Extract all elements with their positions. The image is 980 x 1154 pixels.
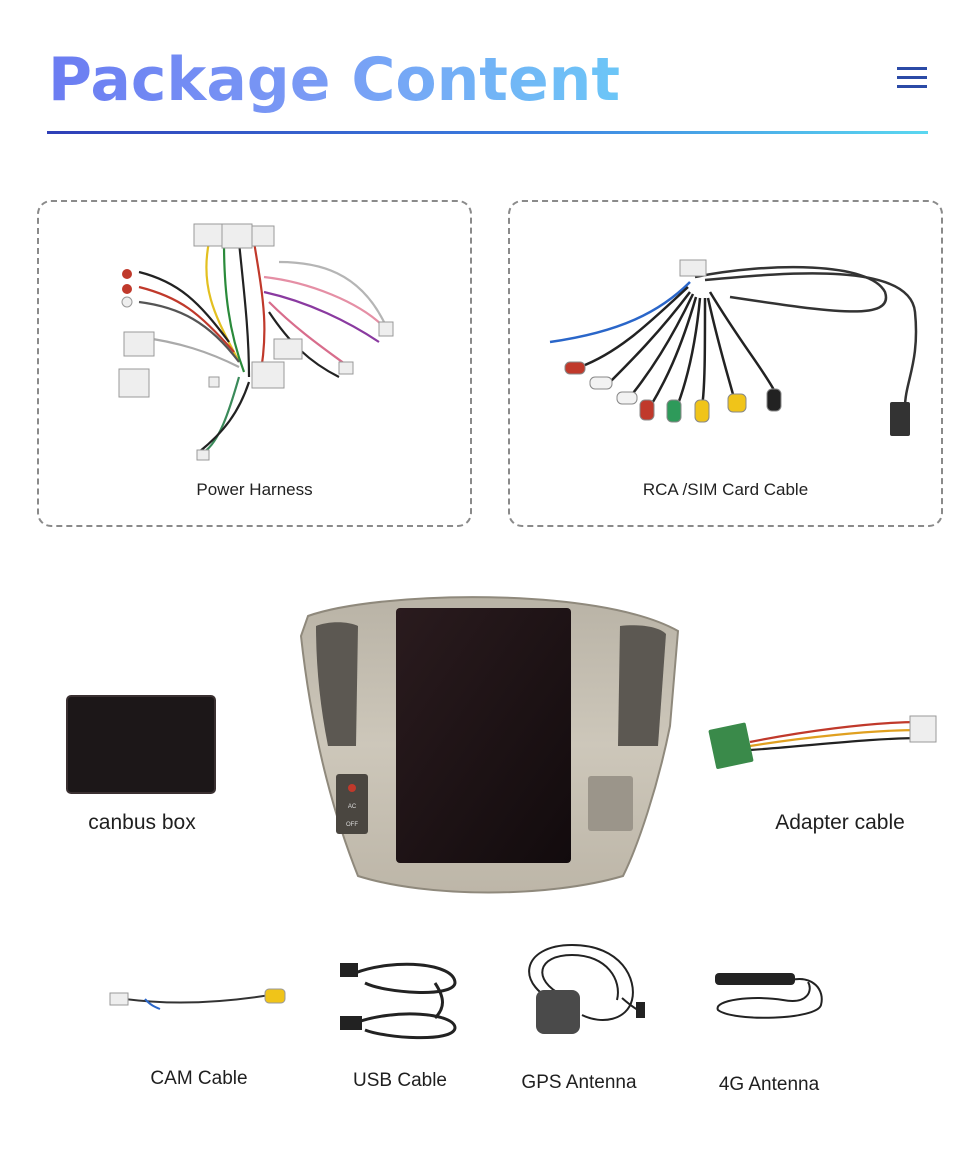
gps-antenna-label: GPS Antenna (521, 1072, 637, 1093)
usb-cable-image (340, 962, 457, 1040)
canbus-box-image (66, 695, 216, 794)
ac-button-label: AC (348, 804, 357, 810)
cam-cable-label: CAM Cable (150, 1068, 248, 1089)
rca-sim-cable-image (549, 259, 918, 436)
adapter-cable-image (708, 715, 937, 769)
gps-antenna-image (528, 943, 645, 1034)
power-harness-card: Power Harness (37, 200, 472, 527)
power-harness-image (118, 223, 394, 461)
4g-antenna-image (715, 973, 823, 1019)
rca-sim-card: RCA /SIM Card Cable (508, 200, 943, 527)
cam-cable-image (109, 988, 286, 1010)
rca-sim-cable-label: RCA /SIM Card Cable (642, 480, 809, 499)
title-underline (47, 131, 928, 134)
adapter-cable-label: Adapter cable (775, 811, 905, 834)
4g-antenna-label: 4G Antenna (718, 1074, 820, 1095)
head-unit-image: AC OFF (299, 596, 680, 894)
off-button-label: OFF (346, 822, 358, 828)
usb-cable-label: USB Cable (353, 1070, 447, 1091)
hamburger-menu-icon[interactable] (897, 67, 927, 89)
canbus-box-label: canbus box (88, 811, 196, 834)
power-harness-label: Power Harness (196, 480, 313, 499)
page-title: Package Content (48, 40, 620, 120)
